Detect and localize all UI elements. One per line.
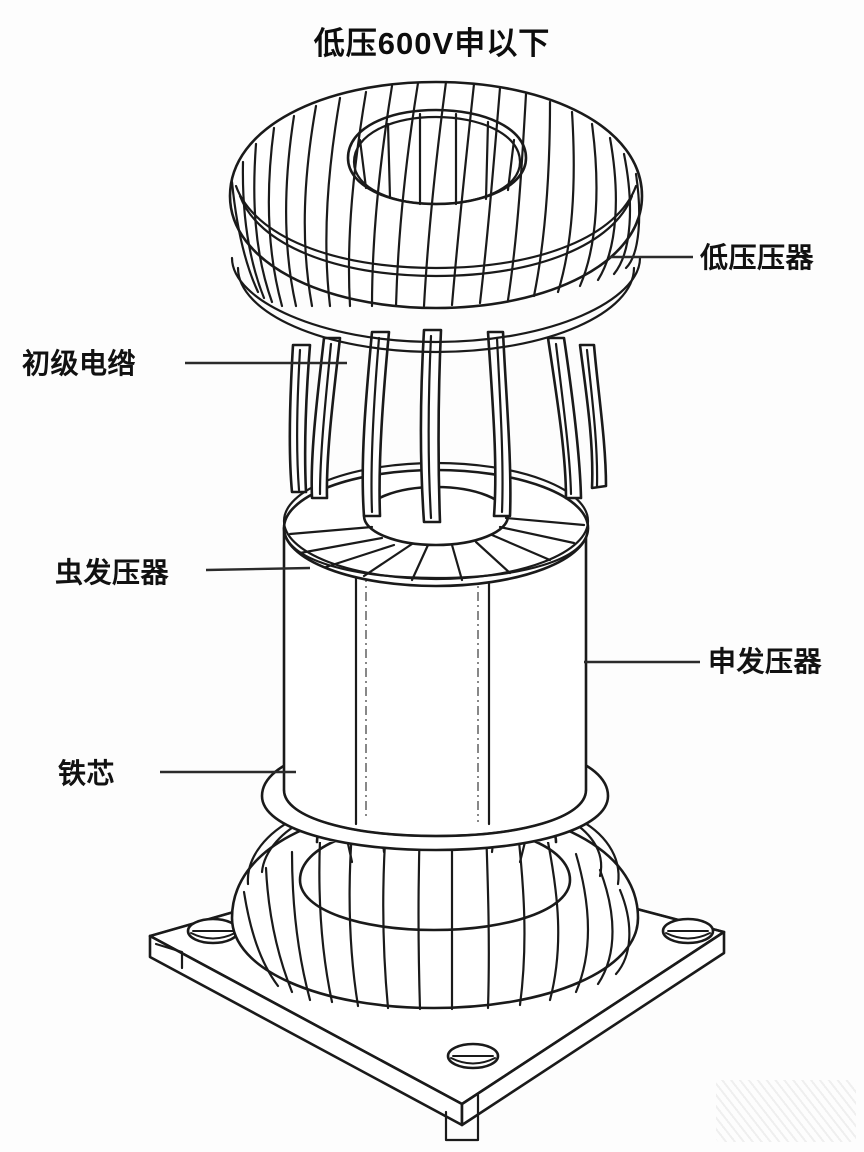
label-low-voltage: 低压压器 [700, 242, 815, 273]
bottom-winding-ribs [242, 822, 631, 1011]
label-high-voltage: 申发压器 [708, 646, 823, 677]
label-iron-core: 铁芯 [58, 758, 116, 789]
leader-mid [205, 566, 311, 572]
flange-radial-segments [288, 516, 586, 582]
page-title: 低压600V申以下 [313, 26, 551, 61]
primary-cable-bundle [288, 328, 608, 524]
mounting-hole [186, 917, 240, 945]
label-mid-transformer: 虫发压器 [55, 557, 170, 588]
watermark [716, 1080, 856, 1142]
mounting-hole [661, 917, 715, 945]
label-primary-cable: 初级电绺 [22, 348, 137, 379]
leader-lines [160, 255, 700, 774]
top-toroid [228, 80, 644, 354]
mounting-hole [446, 1042, 500, 1070]
top-winding-ribs [230, 80, 641, 308]
